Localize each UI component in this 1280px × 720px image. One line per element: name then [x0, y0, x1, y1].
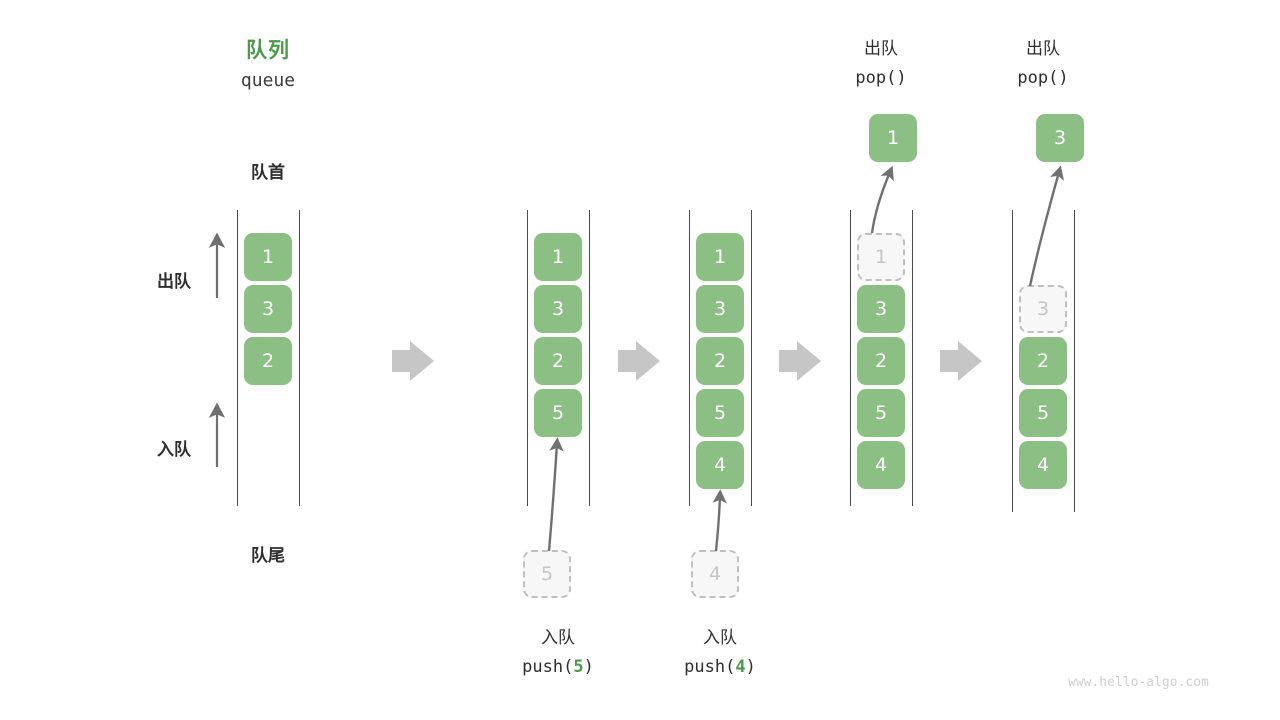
queue-rail-right-col-pop-1: [912, 210, 913, 506]
op-label-cn-push-4: 入队: [703, 628, 737, 648]
queue-cell: 4: [857, 441, 905, 489]
step-arrow-icon: [779, 341, 821, 381]
op-pop-1-prefix: pop(: [855, 68, 897, 88]
queue-rail-left-col-pop-1: [850, 210, 851, 506]
op-push-5-prefix: push(: [522, 657, 574, 677]
queue-cell: 2: [857, 337, 905, 385]
queue-cell: 5: [1019, 389, 1067, 437]
queue-cell: 1: [534, 233, 582, 281]
queue-rail-left-col-push-5: [527, 210, 528, 506]
push-direction-label: 入队: [157, 440, 191, 460]
op-push-4-num: 4: [735, 657, 746, 677]
queue-cell: 4: [1019, 441, 1067, 489]
op-label-cn-pop-1: 出队: [864, 39, 898, 59]
op-label-cn-push-5: 入队: [541, 628, 575, 648]
step-arrow-icon: [392, 341, 434, 381]
queue-cell: 2: [1019, 337, 1067, 385]
op-pop-3-prefix: pop(: [1017, 68, 1059, 88]
push-motion-arrow-icon: [547, 437, 564, 552]
op-push-5-num: 5: [573, 657, 584, 677]
queue-cell: 3: [857, 285, 905, 333]
queue-rail-left-col-initial: [237, 210, 238, 506]
push-motion-arrow-icon: [712, 489, 727, 552]
op-push-5-suffix: ): [583, 657, 594, 677]
queue-cell-removed: 3: [1019, 285, 1067, 333]
queue-rail-left-col-pop-3: [1012, 210, 1013, 512]
queue-cell: 3: [534, 285, 582, 333]
op-pop-3-suffix: ): [1058, 68, 1069, 88]
queue-head-label: 队首: [251, 163, 285, 183]
queue-cell: 2: [696, 337, 744, 385]
queue-cell: 3: [696, 285, 744, 333]
queue-cell: 5: [696, 389, 744, 437]
pending-push-element: 4: [691, 550, 739, 598]
queue-rail-right-col-push-4: [751, 210, 752, 506]
step-arrow-icon: [940, 341, 982, 381]
popped-element: 3: [1036, 114, 1084, 162]
step-arrow-icon: [618, 341, 660, 381]
queue-cell: 2: [534, 337, 582, 385]
queue-rail-right-col-pop-3: [1074, 210, 1075, 512]
diagram-title-en: queue: [240, 70, 296, 91]
op-label-en-push-4: push(4): [640, 657, 800, 677]
popped-element: 1: [869, 114, 917, 162]
queue-rail-right-col-push-5: [589, 210, 590, 506]
op-label-en-pop-3: pop(): [963, 68, 1123, 88]
pop-motion-arrow-icon: [870, 165, 894, 234]
op-push-4-prefix: push(: [684, 657, 736, 677]
queue-cell: 2: [244, 337, 292, 385]
queue-cell: 1: [244, 233, 292, 281]
op-label-cn-pop-3: 出队: [1026, 39, 1060, 59]
op-pop-1-suffix: ): [896, 68, 907, 88]
op-push-4-suffix: ): [745, 657, 756, 677]
diagram-title-cn: 队列: [246, 38, 290, 62]
queue-cell: 3: [244, 285, 292, 333]
queue-cell: 1: [696, 233, 744, 281]
watermark: www.hello-algo.com: [1068, 675, 1209, 690]
queue-cell: 5: [534, 389, 582, 437]
op-label-en-push-5: push(5): [478, 657, 638, 677]
pop-direction-label: 出队: [157, 272, 191, 292]
queue-tail-label: 队尾: [251, 546, 285, 566]
pending-push-element: 5: [523, 550, 571, 598]
queue-cell-removed: 1: [857, 233, 905, 281]
op-label-en-pop-1: pop(): [801, 68, 961, 88]
queue-cell: 5: [857, 389, 905, 437]
queue-rail-left-col-push-4: [689, 210, 690, 506]
pop-motion-arrow-icon: [1028, 165, 1064, 287]
queue-rail-right-col-initial: [299, 210, 300, 506]
queue-cell: 4: [696, 441, 744, 489]
